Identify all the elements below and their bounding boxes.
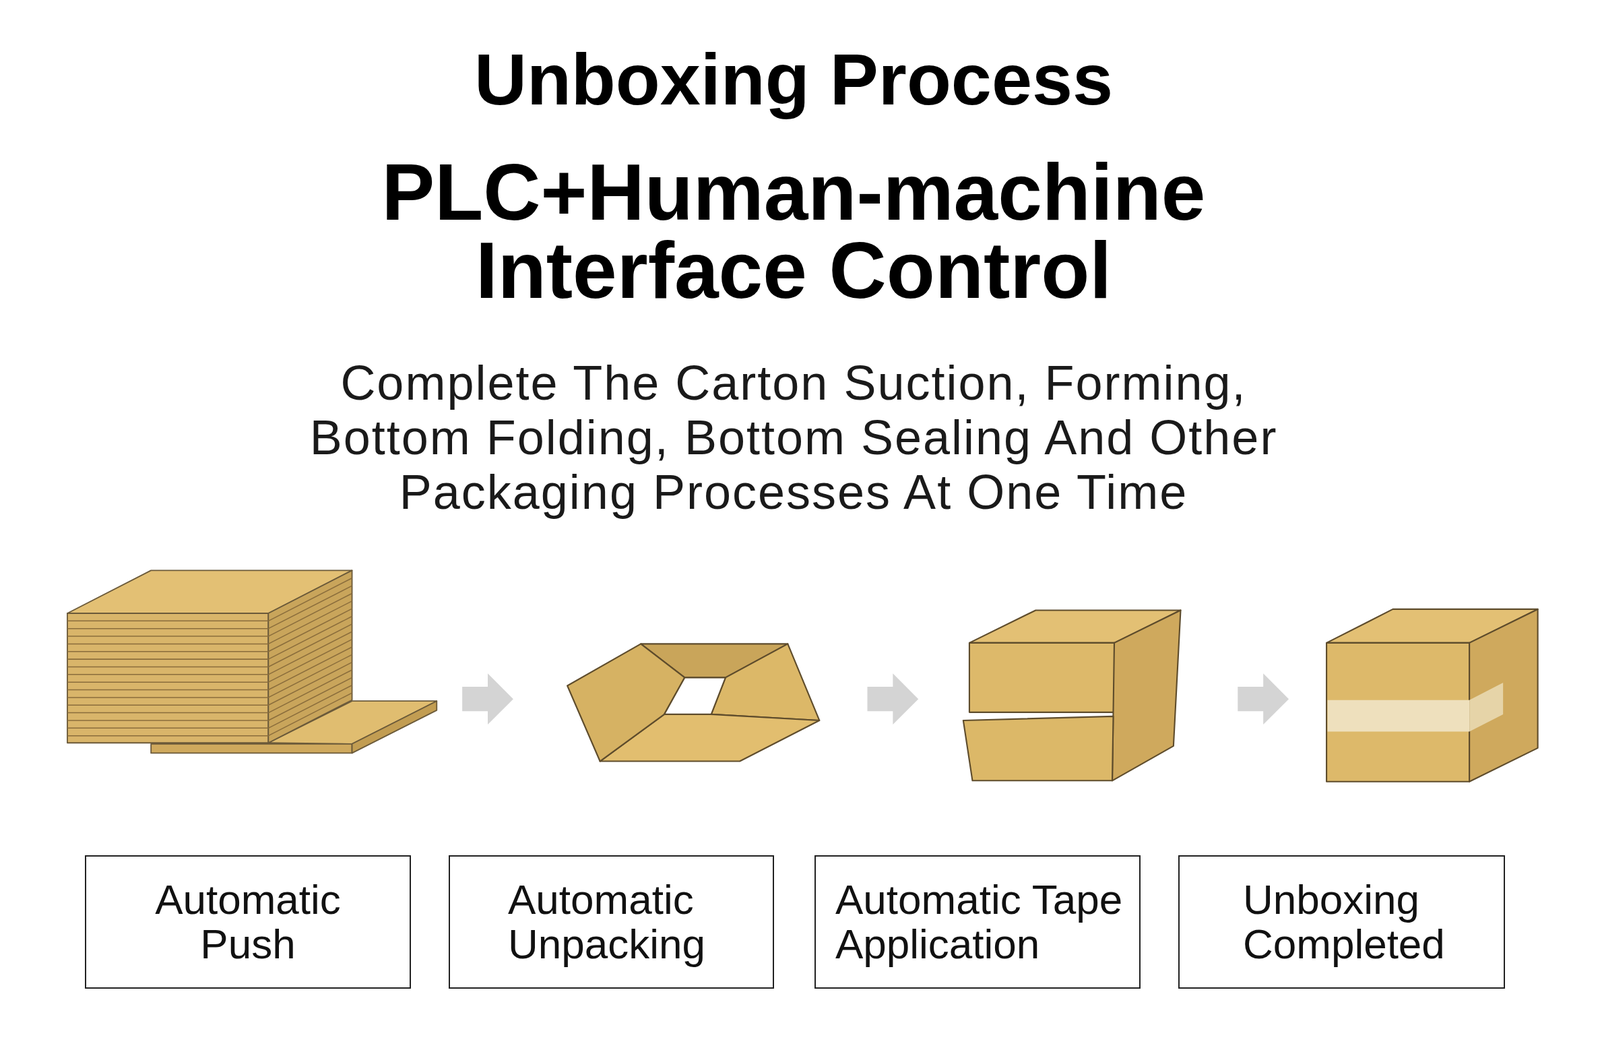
tape-strip [1469,682,1503,732]
stack-front [67,613,269,743]
carton-side [1469,609,1538,782]
carton-front [969,642,1115,713]
carton-side [1112,609,1181,781]
description-text: Complete The Carton Suction, Forming, Bo… [288,355,1299,520]
flow-arrow [1237,673,1289,725]
bottom-flap [963,716,1114,781]
opened-carton [567,643,820,761]
carton-with-flaps [963,609,1181,781]
step-label: Automatic Push [140,877,356,967]
sealed-carton [1326,609,1539,782]
carton-stack [67,569,437,753]
process-box: Automatic Tape Application [814,854,1141,989]
step-label: Unboxing Completed [1179,877,1504,967]
process-box: Automatic Unpacking [448,854,775,989]
flat-sheet-front [150,743,352,754]
tape-strip [1327,699,1470,732]
process-box: Unboxing Completed [1178,854,1506,989]
flat-sheet-edge [352,700,438,753]
flow-arrow [462,673,514,725]
step-label: Automatic Unpacking [450,877,773,967]
carton-right-wall [711,643,820,721]
stack-layer-lines [67,578,353,736]
process-box: Automatic Push [84,854,411,989]
flow-arrow [867,673,919,725]
stack-side [268,569,352,743]
carton-opening [664,677,726,715]
carton-left-wall [567,643,685,761]
subtitle: PLC+Human-machine Interface Control [355,152,1232,310]
diagram-title: Unboxing Process [0,39,1588,120]
carton-front [1326,642,1470,782]
step-label: Automatic Tape Application [815,877,1140,967]
